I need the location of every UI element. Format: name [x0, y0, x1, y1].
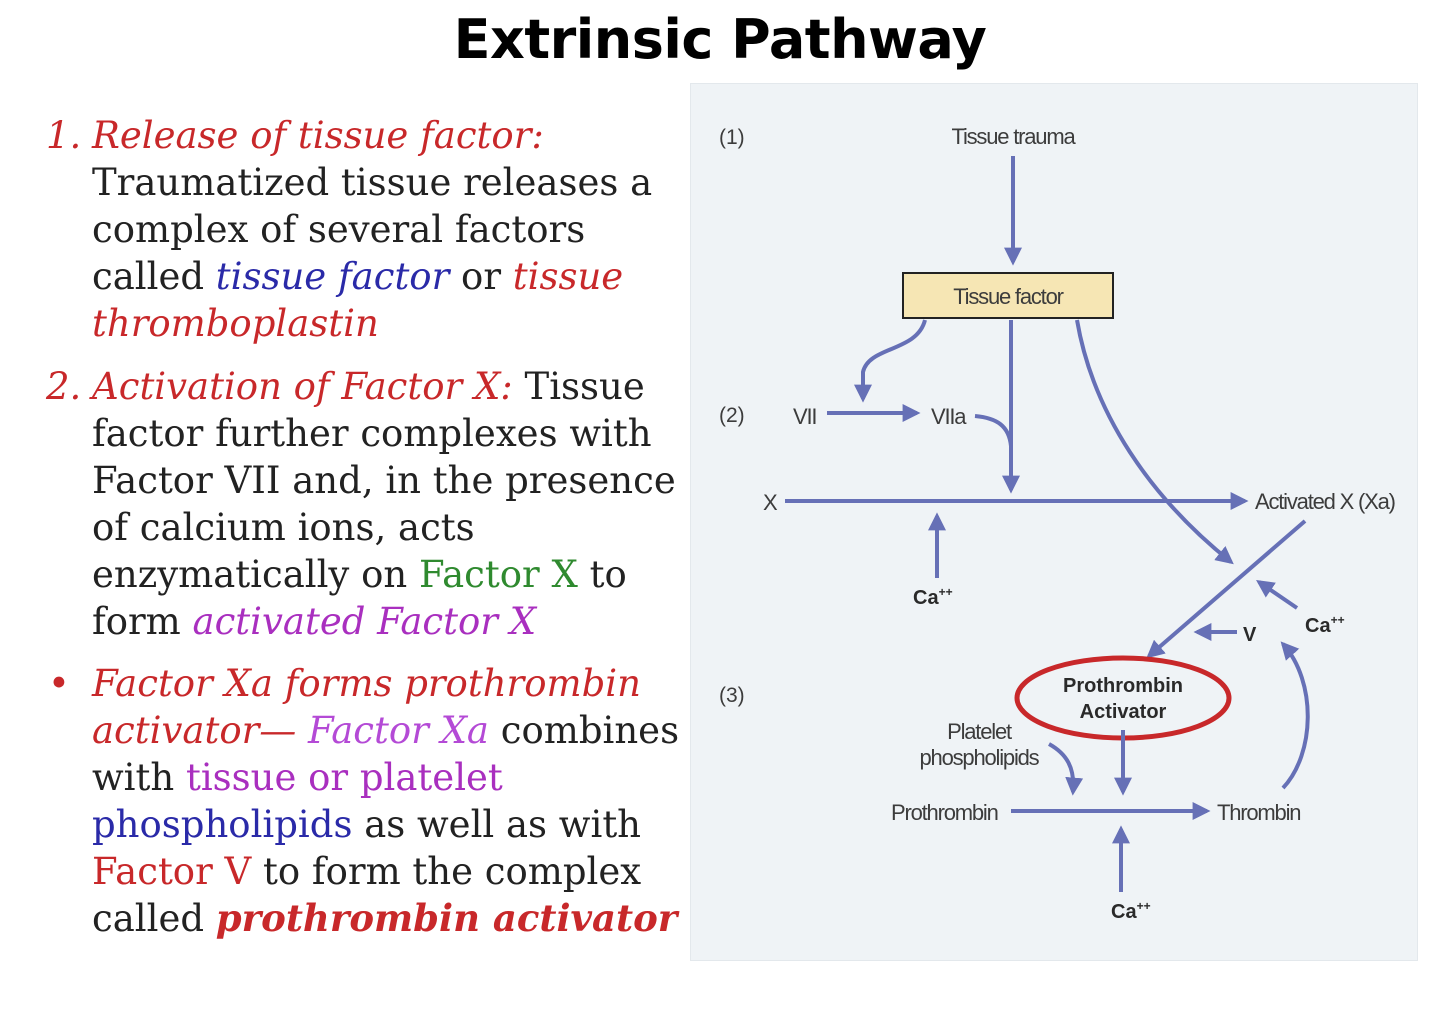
step-text-segment: tissue or platelet — [185, 756, 503, 799]
page-title: Extrinsic Pathway — [453, 8, 987, 71]
step-text-segment: to form — [92, 553, 627, 643]
step-text-segment: Factor V — [92, 850, 252, 893]
step-release-tissue-factor: 1. Release of tissue factor: Traumatized… — [46, 112, 682, 347]
pathway-flowchart: (1) (2) (3) Tissue trauma Tissue factor … — [719, 124, 1396, 923]
arrow-thrombin-feedback — [1280, 641, 1310, 790]
arrow-platelet-to-reaction — [1047, 742, 1084, 796]
step-text-segment: phospholipids — [92, 803, 353, 846]
prothrombin-activator-highlight — [1014, 655, 1232, 741]
stage-label-1: (1) — [719, 126, 745, 149]
step-text-segment: Tissue factor further complexes with Fac… — [92, 365, 676, 596]
step-text-segment: Factor Xa — [296, 709, 489, 752]
arrow-tissue-factor-to-vii — [854, 319, 927, 403]
stage-label-3: (3) — [719, 684, 745, 707]
x-label: X — [763, 490, 778, 515]
thrombin-label: Thrombin — [1217, 800, 1300, 825]
step-text-segment: tissue thromboplastin — [92, 255, 624, 345]
step-text-segment: Traumatized tissue releases a complex of… — [92, 161, 653, 298]
platelet-label-line1: Platelet — [947, 719, 1012, 744]
arrow-viia-join — [974, 414, 1013, 447]
step-text-segment: combines with — [92, 709, 680, 799]
extrinsic-pathway-diagram: (1) (2) (3) Tissue trauma Tissue factor … — [690, 83, 1418, 961]
step-text-segment: to form the complex called — [92, 850, 642, 940]
step-text-segment: Factor X — [418, 553, 578, 596]
ca-label-2: Ca++ — [1305, 613, 1345, 637]
ca-label-1: Ca++ — [913, 585, 953, 609]
tissue-factor-box — [902, 272, 1114, 319]
vii-label: VII — [793, 404, 816, 429]
arrow-ca-to-complex — [1256, 579, 1299, 610]
prothrombin-activator-label-line2: Activator — [1080, 701, 1167, 723]
ca-label-3: Ca++ — [1111, 899, 1151, 923]
step-heading: Release of tissue factor: — [92, 114, 544, 157]
step-heading: Factor Xa forms prothrombin activator— — [92, 662, 641, 752]
step-number: 2. — [46, 365, 82, 408]
step-text-segment: tissue factor — [215, 255, 450, 298]
prothrombin-activator-label-line1: Prothrombin — [1063, 675, 1183, 697]
step-text-segment: or — [449, 255, 513, 298]
bullet-marker: • — [48, 662, 70, 705]
explanation-text: 1. Release of tissue factor: Traumatized… — [0, 0, 690, 1028]
tissue-factor-label: Tissue factor — [953, 284, 1063, 309]
stage-label-2: (2) — [719, 404, 745, 427]
prothrombin-label: Prothrombin — [891, 800, 998, 825]
step-text-segment: as well as with — [352, 803, 642, 846]
tissue-trauma-label: Tissue trauma — [952, 124, 1077, 149]
step-number: 1. — [46, 114, 82, 157]
step-text-segment: prothrombin activator — [215, 896, 678, 940]
arrow-activated-x-to-activator — [1146, 519, 1307, 659]
viia-label: VIIa — [931, 404, 967, 429]
step-activation-factor-x: 2. Activation of Factor X: Tissue factor… — [46, 363, 682, 645]
step-heading: Activation of Factor X: — [92, 365, 513, 408]
platelet-label-line2: phospholipids — [920, 745, 1040, 770]
step-text-segment: activated Factor X — [192, 600, 537, 643]
v-label: V — [1243, 624, 1257, 646]
activated-x-label: Activated X (Xa) — [1255, 489, 1395, 514]
step-prothrombin-activator: • Factor Xa forms prothrombin activator—… — [48, 660, 682, 942]
arrow-tissue-factor-to-complex — [1075, 319, 1234, 565]
